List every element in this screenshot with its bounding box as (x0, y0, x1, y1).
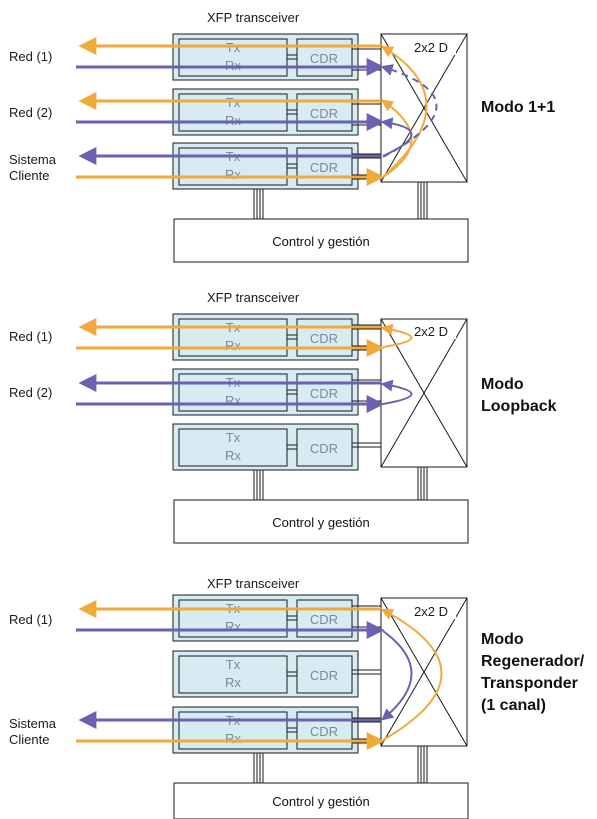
transceiver-module-1: Tx Rx CDR (172, 33, 359, 81)
signal-arrows (76, 318, 385, 413)
control-box: Control y gestión (173, 218, 469, 263)
rx-label: Rx (225, 675, 241, 690)
rx-label: Rx (225, 167, 241, 182)
label-red-2: Red (2) (9, 385, 52, 400)
rx-label: Rx (225, 731, 241, 746)
xfp-title: XFP transceiver (207, 576, 300, 591)
rx-label: Rx (225, 393, 241, 408)
control-box: Control y gestión (173, 782, 469, 819)
transceiver-module-3: Tx Rx CDR (172, 142, 359, 190)
transceiver-module-3: Tx Rx CDR (172, 706, 359, 754)
control-label: Control y gestión (272, 234, 370, 249)
label-sistema: Sistema (9, 716, 57, 731)
rx-label: Rx (225, 338, 241, 353)
transceiver-module-2: Tx Rx CDR (172, 650, 359, 698)
switch-2x2: 2x2 D (380, 33, 468, 183)
label-sistema: Sistema (9, 152, 57, 167)
mode-label-line2: Loopback (481, 398, 557, 415)
cdr-label: CDR (310, 106, 338, 121)
transceiver-module-2: Tx Rx CDR (172, 88, 359, 136)
cdr-label: CDR (310, 668, 338, 683)
cdr-label: CDR (310, 724, 338, 739)
switch-label: 2x2 D (414, 324, 448, 339)
rx-label: Rx (225, 619, 241, 634)
panel-mode-regenerador: XFP transceiver Tx Rx CDR Tx Rx CDR Tx R… (9, 576, 585, 819)
transceiver-module-2: Tx Rx CDR (172, 368, 359, 416)
transceiver-module-1: Tx Rx CDR (172, 594, 359, 642)
label-red-1: Red (1) (9, 49, 52, 64)
switch-2x2: 2x2 D (380, 597, 468, 747)
bus-lines (253, 324, 428, 500)
cdr-label: CDR (310, 160, 338, 175)
xfp-title: XFP transceiver (207, 10, 300, 25)
mode-label-line1: Modo 1+1 (481, 99, 555, 116)
mode-label-line1: Modo (481, 376, 524, 393)
switch-routes (380, 45, 438, 178)
cdr-label: CDR (310, 51, 338, 66)
label-cliente: Cliente (9, 732, 49, 747)
switch-2x2: 2x2 D (380, 318, 468, 468)
transceiver-module-3: Tx Rx CDR (172, 423, 359, 471)
transceiver-module-1: Tx Rx CDR (172, 313, 359, 361)
tx-label: Tx (226, 430, 241, 445)
switch-routes (380, 608, 443, 741)
bus-lines (253, 605, 428, 783)
cdr-label: CDR (310, 386, 338, 401)
panel-mode-1plus1: XFP transceiver Tx Rx CDR Tx Rx CDR Tx (9, 10, 555, 263)
switch-label: 2x2 D (414, 604, 448, 619)
control-box: Control y gestión (173, 499, 469, 544)
control-label: Control y gestión (272, 515, 370, 530)
label-red-2: Red (2) (9, 105, 52, 120)
cdr-label: CDR (310, 612, 338, 627)
mode-label-line3: Transponder (481, 675, 578, 692)
xfp-title: XFP transceiver (207, 290, 300, 305)
rx-label: Rx (225, 448, 241, 463)
switch-routes (380, 323, 413, 405)
cdr-label: CDR (310, 441, 338, 456)
mode-label-line2: Regenerador/ (481, 653, 585, 670)
label-red-1: Red (1) (9, 329, 52, 344)
control-label: Control y gestión (272, 794, 370, 809)
signal-arrows (76, 600, 385, 750)
cdr-label: CDR (310, 331, 338, 346)
signal-arrows (76, 37, 385, 186)
tx-label: Tx (226, 657, 241, 672)
mode-label-line1: Modo (481, 631, 524, 648)
label-cliente: Cliente (9, 168, 49, 183)
switch-label: 2x2 D (414, 40, 448, 55)
panel-mode-loopback: XFP transceiver Tx Rx CDR Tx Rx CDR Tx R… (9, 290, 557, 544)
mode-label-line4: (1 canal) (481, 697, 546, 714)
label-red-1: Red (1) (9, 612, 52, 627)
